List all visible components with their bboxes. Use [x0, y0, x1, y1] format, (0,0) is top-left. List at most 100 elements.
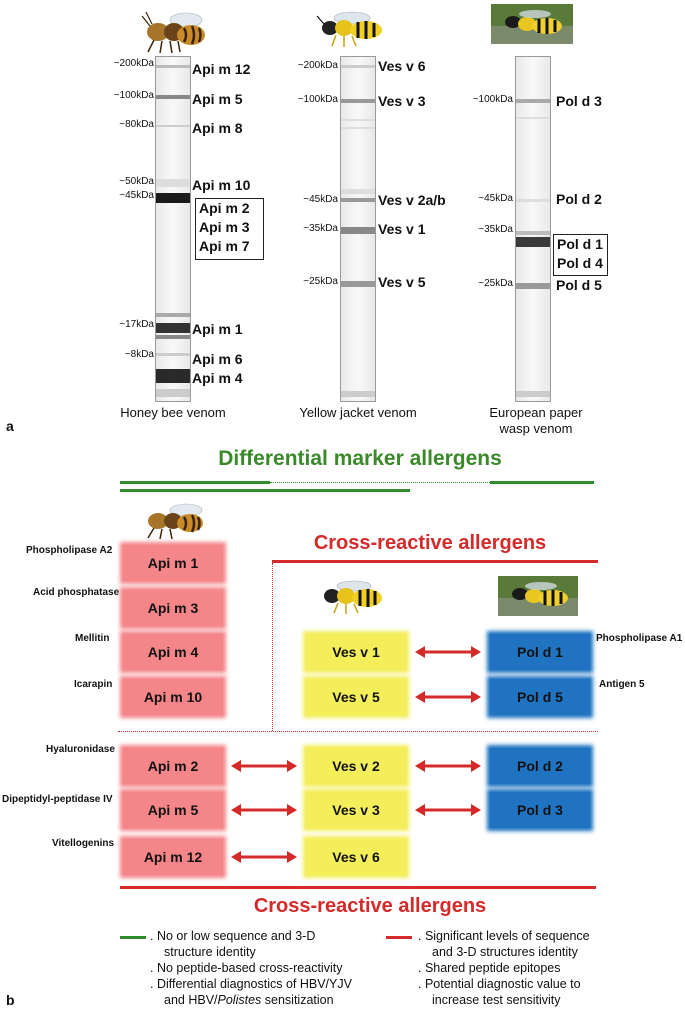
- function-label: Mellitin: [75, 633, 110, 644]
- double-arrow-icon: [231, 851, 297, 863]
- honey-bee-icon: [147, 503, 203, 540]
- allergen-box: Ves v 5: [306, 679, 406, 715]
- allergen-box: Ves v 6: [306, 839, 406, 875]
- allergen-label: Api m 1: [192, 321, 243, 337]
- mw-marker: ~45kDa: [303, 194, 338, 205]
- red-bar: [120, 886, 596, 889]
- function-label: Acid phosphatase: [33, 587, 120, 598]
- green-bar: [490, 481, 594, 484]
- legend-line: structure identity: [164, 945, 256, 959]
- differential-title: Differential marker allergens: [218, 447, 502, 470]
- function-label: Antigen 5: [599, 679, 645, 690]
- allergen-label: Pol d 1: [557, 236, 603, 252]
- allergen-box: Api m 1: [123, 545, 223, 581]
- function-label: Vitellogenins: [52, 838, 115, 849]
- cross-reactive-title-bottom: Cross-reactive allergens: [253, 895, 487, 917]
- paper-wasp-icon: [498, 576, 578, 616]
- mw-marker: ~100kDa: [472, 94, 513, 105]
- function-label: Phospholipase A1: [596, 633, 683, 644]
- red-bar: [272, 560, 598, 563]
- allergen-label: Api m 4: [192, 370, 243, 386]
- allergen-label: Ves v 5: [378, 274, 426, 290]
- allergen-label: Pol d 2: [556, 191, 602, 207]
- legend-line: increase test sensitivity: [432, 993, 561, 1007]
- allergen-box: Api m 12: [123, 839, 223, 875]
- green-legend-text: . No or low sequence and 3-D structure i…: [150, 928, 352, 1008]
- allergen-label: Api m 3: [199, 219, 250, 235]
- red-dotted-hline: [118, 731, 598, 732]
- allergen-label: Api m 10: [192, 177, 251, 193]
- mw-marker: ~80kDa: [119, 119, 154, 130]
- panel-letter: a: [6, 418, 14, 434]
- allergen-box: Api m 10: [123, 679, 223, 715]
- allergen-label: Ves v 1: [378, 221, 426, 237]
- allergen-box: Api m 5: [123, 792, 223, 828]
- allergen-label: Api m 12: [192, 61, 251, 77]
- mw-marker: ~8kDa: [124, 349, 154, 360]
- legend-line: . No or low sequence and 3-D: [150, 929, 316, 943]
- green-bar: [120, 481, 270, 484]
- mw-marker: ~25kDa: [478, 278, 513, 289]
- allergen-box: Api m 4: [123, 634, 223, 670]
- green-legend-mark: [120, 936, 146, 939]
- red-legend-text: . Significant levels of sequence and 3-D…: [418, 928, 590, 1008]
- allergen-box: Ves v 1: [306, 634, 406, 670]
- allergen-box: Ves v 2: [306, 748, 406, 784]
- allergen-box: Api m 3: [123, 590, 223, 626]
- allergen-label: Ves v 6: [378, 58, 426, 74]
- allergen-label: Api m 8: [192, 120, 243, 136]
- green-bar: [120, 489, 410, 492]
- mw-marker: ~17kDa: [119, 319, 154, 330]
- function-label: Hyaluronidase: [46, 744, 115, 755]
- caption-line: wasp venom: [499, 421, 573, 436]
- yellow-jacket-icon: [324, 580, 382, 614]
- boxed-allergen-group: Pol d 1 Pol d 4: [553, 234, 608, 276]
- lane-caption: Yellow jacket venom: [299, 405, 417, 420]
- allergen-box: Api m 2: [123, 748, 223, 784]
- function-label: Phospholipase A2: [26, 545, 113, 556]
- panel-letter: b: [6, 992, 15, 1008]
- allergen-box: Ves v 3: [306, 792, 406, 828]
- allergen-box: Pol d 2: [490, 748, 590, 784]
- honey-bee-venom-lane: [155, 56, 191, 402]
- allergen-label: Api m 6: [192, 351, 243, 367]
- double-arrow-icon: [415, 691, 481, 703]
- allergen-label: Pol d 3: [556, 93, 602, 109]
- legend-line: . Shared peptide epitopes: [418, 961, 561, 975]
- allergen-label: Ves v 3: [378, 93, 426, 109]
- mw-marker: ~25kDa: [303, 276, 338, 287]
- allergen-label: Api m 7: [199, 238, 250, 254]
- mw-marker: ~100kDa: [113, 90, 154, 101]
- caption-line: European paper: [489, 405, 583, 420]
- allergen-label: Ves v 2a/b: [378, 192, 446, 208]
- mw-marker: ~45kDa: [119, 190, 154, 201]
- mw-marker: ~35kDa: [303, 223, 338, 234]
- double-arrow-icon: [231, 804, 297, 816]
- mw-marker: ~45kDa: [478, 193, 513, 204]
- green-dotted-bar: [270, 482, 490, 483]
- cross-reactive-title-top: Cross-reactive allergens: [313, 532, 547, 554]
- legend-line: . Significant levels of sequence: [418, 929, 590, 943]
- double-arrow-icon: [415, 760, 481, 772]
- legend-line: and 3-D structures identity: [432, 945, 578, 959]
- red-legend-mark: [386, 936, 412, 939]
- paper-wasp-venom-lane: [515, 56, 551, 402]
- allergen-label: Api m 2: [199, 200, 250, 216]
- yellow-jacket-venom-lane: [340, 56, 376, 402]
- mw-marker: ~100kDa: [297, 94, 338, 105]
- legend-line: . No peptide-based cross-reactivity: [150, 961, 343, 975]
- mw-marker: ~50kDa: [119, 176, 154, 187]
- red-dotted-vline: [272, 563, 273, 731]
- lane-caption: European paper wasp venom: [476, 405, 596, 437]
- yellow-jacket-icon: [316, 11, 382, 47]
- legend-line: . Differential diagnostics of HBV/YJV: [150, 977, 352, 991]
- legend-line: and HBV/Polistes sensitization: [164, 993, 334, 1007]
- legend-line: . Potential diagnostic value to: [418, 977, 581, 991]
- allergen-label: Pol d 5: [556, 277, 602, 293]
- function-label: Dipeptidyl-peptidase IV: [2, 794, 113, 805]
- paper-wasp-icon: [491, 4, 573, 44]
- allergen-box: Pol d 3: [490, 792, 590, 828]
- lane-caption: Honey bee venom: [120, 405, 226, 420]
- allergen-box: Pol d 5: [490, 679, 590, 715]
- double-arrow-icon: [415, 804, 481, 816]
